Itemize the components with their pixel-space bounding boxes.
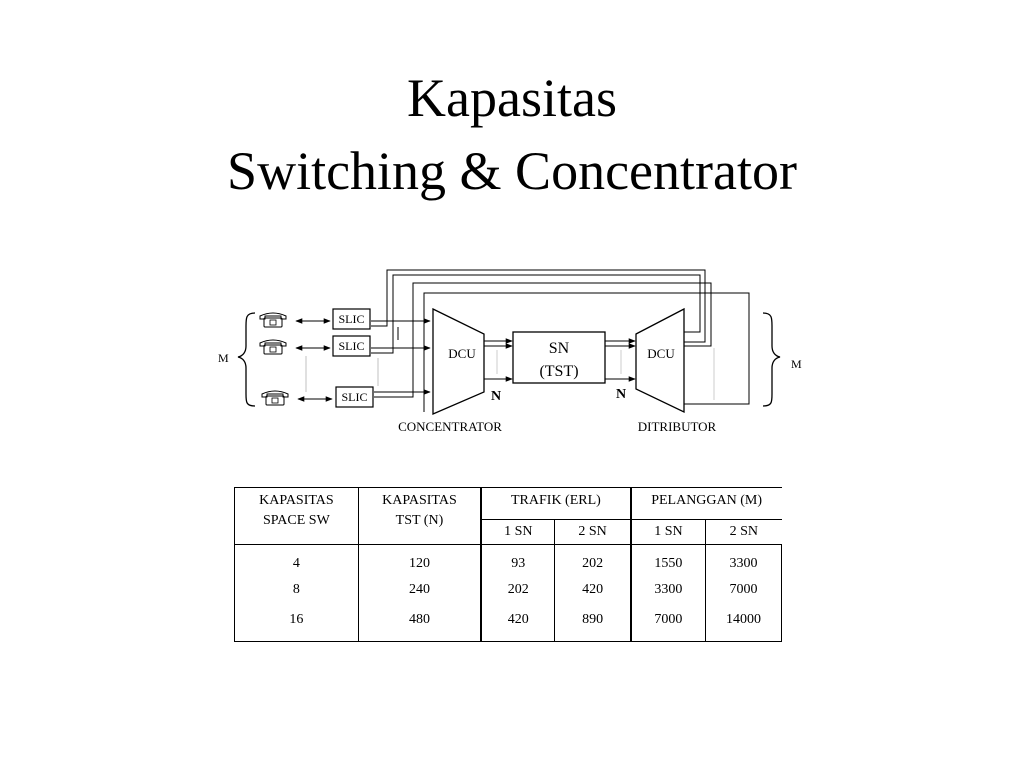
- cell-pelanggan-2sn: 14000: [705, 605, 782, 642]
- cell-tst: 240: [358, 575, 482, 605]
- left-brace: [237, 312, 256, 407]
- subheader-pelanggan-1sn: 1 SN: [629, 519, 706, 545]
- subheader-pelanggan-2sn: 2 SN: [705, 519, 782, 545]
- slic-box: [332, 335, 371, 357]
- col-header-line: SPACE SW: [263, 513, 330, 528]
- table-row: 16 480 420 890 7000 14000: [234, 605, 782, 642]
- cell-pelanggan-2sn: 3300: [705, 544, 782, 575]
- cell-trafik-1sn: 420: [480, 605, 555, 642]
- n-left-label: N: [491, 389, 501, 404]
- dcu-left-label: DCU: [448, 346, 476, 361]
- slic-label: SLIC: [338, 339, 364, 353]
- col-header-space-sw: KAPASITAS SPACE SW: [234, 487, 359, 545]
- col-header-line: KAPASITAS: [259, 493, 334, 508]
- dcu-left-block: [432, 307, 485, 415]
- cell-trafik-1sn: 93: [480, 544, 555, 575]
- slic-box: [332, 308, 371, 330]
- distributor-label: DITRIBUTOR: [638, 419, 717, 434]
- table-header-row: KAPASITAS SPACE SW KAPASITAS TST (N) TRA…: [234, 487, 782, 545]
- cell-space-sw: 16: [234, 605, 359, 642]
- telephone-icon: [261, 390, 289, 406]
- cell-tst: 120: [358, 544, 482, 575]
- dcu-right-label: DCU: [647, 346, 675, 361]
- col-header-line: KAPASITAS: [382, 493, 457, 508]
- cell-trafik-2sn: 420: [554, 575, 631, 605]
- slic-label: SLIC: [341, 390, 367, 404]
- subheader-trafik-2sn: 2 SN: [554, 519, 631, 545]
- right-brace: [762, 312, 781, 407]
- right-m-label: M: [791, 357, 802, 371]
- cell-pelanggan-1sn: 1550: [629, 544, 706, 575]
- col-header-line: TST (N): [395, 513, 444, 528]
- cell-pelanggan-1sn: 7000: [629, 605, 706, 642]
- sn-tst-label: (TST): [539, 363, 578, 380]
- n-right-label: N: [616, 387, 626, 402]
- table-row: 4 120 93 202 1550 3300: [234, 544, 782, 575]
- cell-tst: 480: [358, 605, 482, 642]
- cell-space-sw: 4: [234, 544, 359, 575]
- sn-label: SN: [549, 340, 570, 357]
- subheader-trafik-1sn: 1 SN: [480, 519, 555, 545]
- sn-switch-box: [512, 331, 606, 384]
- slic-label: SLIC: [338, 312, 364, 326]
- col-header-tst: KAPASITAS TST (N): [358, 487, 482, 545]
- dcu-right-block: [635, 307, 685, 414]
- cell-space-sw: 8: [234, 575, 359, 605]
- cell-trafik-1sn: 202: [480, 575, 555, 605]
- left-m-label: M: [218, 351, 229, 365]
- slide-title: Kapasitas Switching & Concentrator: [0, 62, 1024, 208]
- cell-pelanggan-2sn: 7000: [705, 575, 782, 605]
- col-header-trafik: TRAFIK (ERL): [480, 487, 631, 520]
- cell-pelanggan-1sn: 3300: [629, 575, 706, 605]
- cell-trafik-2sn: 890: [554, 605, 631, 642]
- title-line-1: Kapasitas: [407, 68, 617, 128]
- title-line-2: Switching & Concentrator: [227, 141, 797, 201]
- col-header-pelanggan: PELANGGAN (M): [629, 487, 782, 520]
- table-subheader-row: 1 SN 2 SN 1 SN 2 SN: [235, 519, 782, 545]
- capacity-table: KAPASITAS SPACE SW KAPASITAS TST (N) TRA…: [234, 487, 782, 642]
- slic-box: [335, 386, 374, 408]
- cell-trafik-2sn: 202: [554, 544, 631, 575]
- telephone-icon: [259, 312, 287, 328]
- concentrator-label: CONCENTRATOR: [398, 419, 502, 434]
- table-row: 8 240 202 420 3300 7000: [234, 575, 782, 605]
- telephone-icon: [259, 339, 287, 355]
